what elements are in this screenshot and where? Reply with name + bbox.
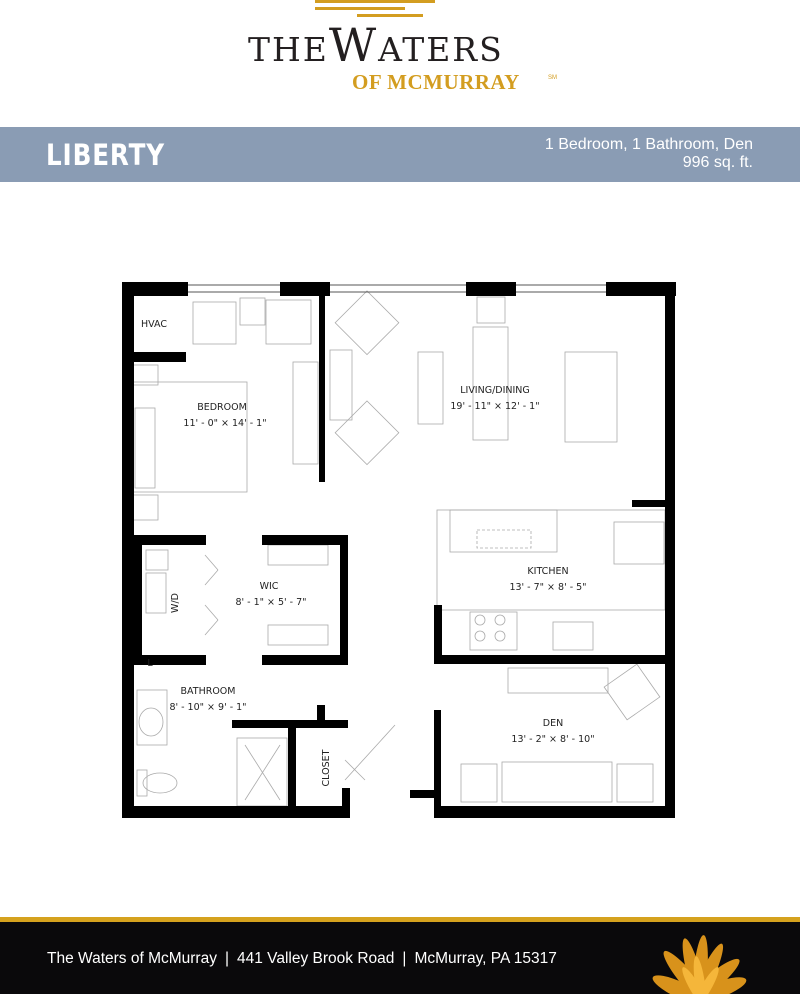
washer-dryer-label: W/D [170, 593, 181, 613]
hvac-label: HVAC [141, 319, 167, 330]
kitchen-name: KITCHEN [527, 566, 568, 577]
den-size: 13' - 2" × 8' - 10" [511, 734, 594, 745]
logo-subtitle: OF MCMURRAY [352, 70, 520, 94]
footer-city: McMurray, PA 15317 [414, 950, 557, 967]
living-name: LIVING/DINING [460, 385, 530, 396]
bathroom-size: 8' - 10" × 9' - 1" [169, 702, 246, 713]
plan-area: 996 sq. ft. [682, 154, 753, 171]
windows [188, 284, 606, 293]
closet-label: CLOSET [321, 749, 332, 786]
footer-street: 441 Valley Brook Road [237, 950, 395, 967]
den-name: DEN [543, 718, 563, 729]
separator: | [224, 950, 229, 967]
furniture [132, 290, 666, 807]
footer-name: The Waters of McMurray [47, 950, 217, 967]
linen-label: L [147, 658, 153, 669]
plan-header-band: LIBERTY 1 Bedroom, 1 Bathroom, Den 996 s… [0, 127, 800, 182]
walls [122, 282, 676, 818]
kitchen-size: 13' - 7" × 8' - 5" [509, 582, 586, 593]
logo-title: THEWATERS [248, 18, 504, 72]
separator: | [402, 950, 407, 967]
bedroom-size: 11' - 0" × 14' - 1" [183, 418, 266, 429]
logo-service-mark: SM [548, 75, 557, 81]
footer: The Waters of McMurray | 441 Valley Brook … [0, 922, 800, 994]
footer-gold-rule [0, 917, 800, 922]
plan-info: 1 Bedroom, 1 Bathroom, Den 996 sq. ft. [545, 136, 753, 172]
living-size: 19' - 11" × 12' - 1" [450, 401, 539, 412]
wic-size: 8' - 1" × 5' - 7" [235, 597, 306, 608]
flower-image [652, 935, 747, 994]
wic-name: WIC [260, 581, 279, 592]
footer-address: The Waters of McMurray | 441 Valley Brook … [47, 949, 557, 969]
plan-layout: 1 Bedroom, 1 Bathroom, Den [544, 136, 753, 153]
bathroom-name: BATHROOM [181, 686, 236, 697]
bedroom-name: BEDROOM [197, 402, 247, 413]
plan-name: LIBERTY [46, 138, 165, 172]
